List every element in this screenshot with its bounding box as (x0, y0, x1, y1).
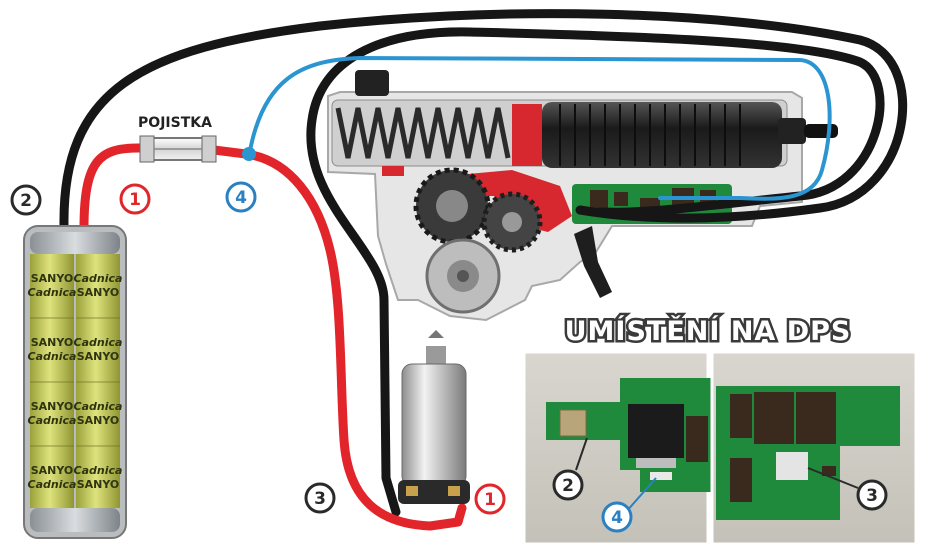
battery-brand-5: SANYO (77, 286, 120, 299)
wire-red-motor (209, 145, 467, 531)
marker-4-junction-text: 4 (235, 188, 247, 208)
battery-pack: SANYO Cadnica SANYO Cadnica SANYO Cadnic… (23, 225, 127, 539)
wires (59, 9, 908, 531)
trigger (574, 226, 612, 298)
marker-3-pcb: 3 (856, 479, 888, 511)
battery-cell-3: Cadnica (28, 414, 77, 427)
spring (335, 107, 511, 159)
battery-brand-7: SANYO (77, 414, 120, 427)
battery-cell-2: Cadnica (28, 350, 77, 363)
pcb-photo-right (710, 350, 918, 546)
fuse-label: POJISTKA (138, 115, 212, 131)
marker-2-pcb-text: 2 (562, 476, 574, 496)
battery-brand-3: SANYO (31, 400, 74, 413)
marker-1-motor-text: 1 (484, 490, 496, 510)
marker-2-pcb: 2 (552, 469, 584, 501)
cylinder (542, 102, 782, 168)
marker-4-junction: 4 (225, 181, 257, 213)
marker-1-motor: 1 (474, 483, 506, 515)
battery-brand-6: SANYO (77, 350, 120, 363)
battery-cell-4: Cadnica (28, 478, 77, 491)
battery-cell-1: Cadnica (28, 286, 77, 299)
gearbox (327, 70, 838, 322)
marker-1-battery: 1 (119, 183, 151, 215)
marker-4-pcb-text: 4 (611, 508, 623, 528)
battery-brand-8: SANYO (77, 478, 120, 491)
motor (398, 330, 470, 504)
gears (413, 167, 543, 314)
marker-3-motor-text: 3 (314, 489, 326, 509)
marker-1-battery-text: 1 (129, 190, 141, 210)
junction-dot (242, 147, 256, 161)
marker-2-battery: 2 (10, 184, 42, 216)
pcb-title: UMÍSTĚNÍ NA DPS (565, 315, 852, 347)
battery-cell-8: Cadnica (74, 464, 123, 477)
wire-red-battery (79, 143, 147, 233)
marker-4-pcb: 4 (601, 501, 633, 533)
marker-2-battery-text: 2 (20, 191, 32, 211)
battery-brand-2: SANYO (31, 336, 74, 349)
wire-black-main (59, 9, 908, 231)
battery-cell-6: Cadnica (74, 336, 123, 349)
marker-3-pcb-text: 3 (866, 486, 878, 506)
piston (512, 104, 542, 166)
battery-cell-5: Cadnica (74, 272, 123, 285)
fuse (139, 135, 217, 163)
marker-3-motor: 3 (304, 482, 336, 514)
battery-cell-7: Cadnica (74, 400, 123, 413)
battery-brand-1: SANYO (31, 272, 74, 285)
battery-brand-4: SANYO (31, 464, 74, 477)
wire-blue (247, 56, 832, 201)
